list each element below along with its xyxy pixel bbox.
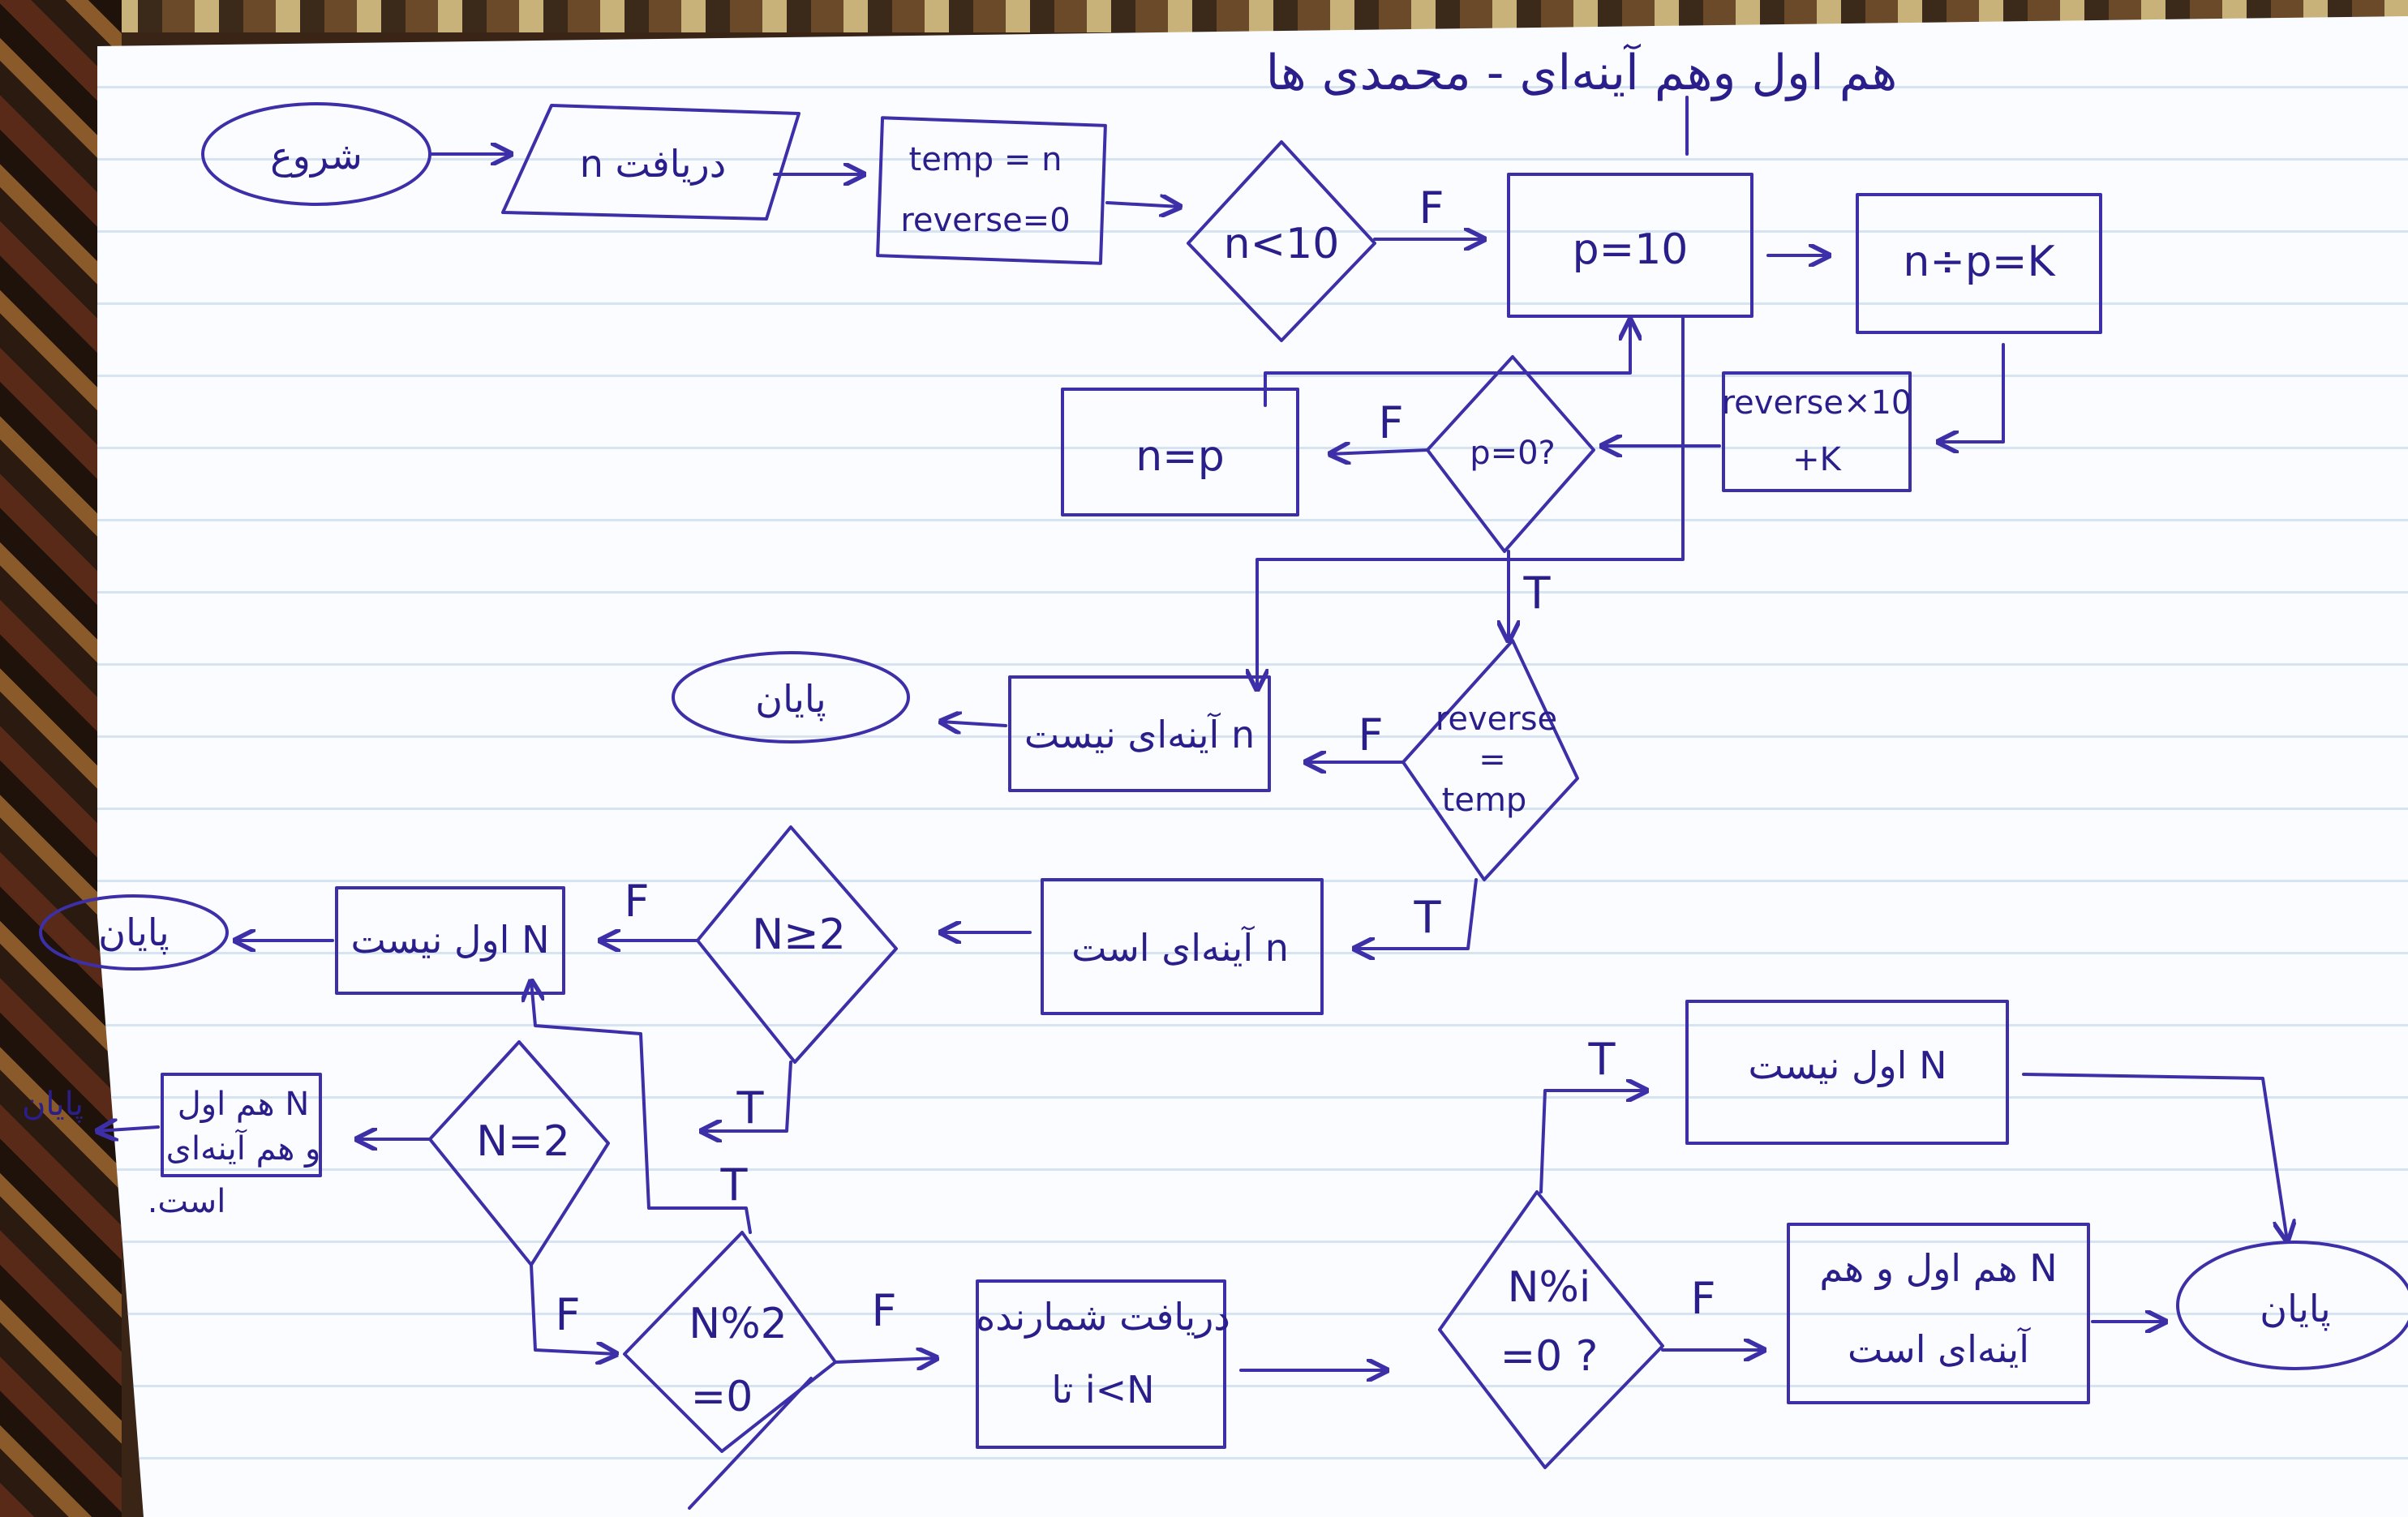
both-1-line-2: و هم آینه‌ای <box>166 1129 321 1168</box>
cond-lt10-label: n<10 <box>1224 220 1340 268</box>
end-2-label: پایان <box>98 911 169 955</box>
both-1-line-3: است. <box>148 1183 226 1220</box>
both-2-line-1: N هم اول و هم <box>1819 1246 2057 1291</box>
input-n-label: دریافت n <box>580 142 726 186</box>
cond-modi-line-2: =0 ? <box>1500 1332 1599 1381</box>
arrow-both-end3 <box>97 1127 160 1131</box>
end-4-label: پایان <box>2260 1287 2330 1331</box>
cond-mod2-line-2: =0 <box>691 1373 753 1421</box>
n-eq-p-box <box>1061 388 1299 516</box>
not-prime-box-1 <box>335 886 565 995</box>
init-box <box>876 116 1107 265</box>
page-title: هم اول وهم آینه‌ای - محمدی ها <box>1266 43 1898 101</box>
n-eq-p-label: n=p <box>1135 432 1225 481</box>
label-T-3: T <box>736 1082 765 1133</box>
arrow-eq2-mod2 <box>530 1263 616 1354</box>
label-T-4: T <box>720 1159 749 1211</box>
stray-stroke <box>688 1377 813 1510</box>
both-box-2 <box>1787 1223 2090 1404</box>
not-mirror-box <box>1008 675 1271 792</box>
input-n-parallelogram <box>501 104 801 221</box>
end-3-label: پایان <box>22 1086 84 1123</box>
not-prime-box-2 <box>1685 1000 2009 1145</box>
both-box-1 <box>161 1073 322 1177</box>
cond-mod2-diamond <box>623 1231 837 1453</box>
label-T-5: T <box>1588 1034 1616 1085</box>
cond-ge2-label: N≥2 <box>752 911 846 959</box>
end-terminal-4 <box>2176 1241 2408 1370</box>
label-F-1: F <box>1419 182 1444 234</box>
start-label: شروع <box>270 134 363 178</box>
arrow-neqp-loop <box>1264 320 1630 407</box>
end-terminal-1 <box>672 651 910 744</box>
n-div-p-label: n÷p=K <box>1903 238 2056 286</box>
cond-reverse-diamond <box>1401 639 1579 881</box>
label-F-4: F <box>624 876 649 927</box>
both-1-line-1: N هم اول <box>178 1086 310 1123</box>
p10-box <box>1507 173 1753 318</box>
label-F-7: F <box>1690 1273 1715 1324</box>
n-div-p-box <box>1856 193 2102 334</box>
loop-counter-box <box>976 1279 1226 1449</box>
label-T-2: T <box>1414 892 1442 943</box>
cond-p0-label: p=0? <box>1470 435 1556 472</box>
arrow-modi-notprime <box>1539 1091 1646 1193</box>
cond-ge2-diamond <box>696 825 898 1064</box>
arrow-condp0-neqp <box>1330 450 1429 454</box>
label-F-3: F <box>1358 709 1383 761</box>
end-terminal-2 <box>39 894 229 971</box>
label-T-1: T <box>1523 568 1552 619</box>
cond-mod2-line-1: N%2 <box>689 1300 787 1348</box>
reverse-line-2: +K <box>1792 441 1843 478</box>
reverse-line-1: reverse×10 <box>1722 384 1912 422</box>
init-line-1: temp = n <box>909 141 1062 178</box>
label-F-5: F <box>555 1289 580 1340</box>
arrow-ge2-eq2 <box>702 1061 792 1131</box>
is-mirror-label: n آینه‌ای است <box>1071 926 1289 970</box>
init-line-2: reverse=0 <box>900 202 1070 239</box>
loop-line-1: دریافت شمارنده <box>976 1295 1230 1339</box>
label-F-6: F <box>871 1285 896 1336</box>
arrow-mod2-loop <box>834 1358 937 1362</box>
reverse-update-box <box>1722 371 1912 492</box>
cond-reverse-line-3: temp <box>1442 782 1527 819</box>
not-mirror-label: n آینه‌ای نیست <box>1024 713 1255 756</box>
arrow-notprime2-end4 <box>2022 1073 2287 1241</box>
p10-label: p=10 <box>1573 225 1689 274</box>
arrow-init-cond10 <box>1105 203 1180 207</box>
notebook-paper <box>97 16 2408 1517</box>
arrow-mod2-notprime <box>531 981 752 1234</box>
arrow-notmirror-end1 <box>941 722 1007 726</box>
not-prime-2-label: N اول نیست <box>1749 1043 1947 1088</box>
cond-reverse-line-1: reverse <box>1436 701 1557 738</box>
both-2-line-2: آینه‌ای است <box>1848 1327 2031 1371</box>
cond-reverse-line-2: = <box>1479 741 1506 778</box>
cond-lt10-diamond <box>1187 140 1376 342</box>
label-F-2: F <box>1378 397 1403 448</box>
end-1-label: پایان <box>755 677 826 722</box>
cond-modi-line-1: N%i <box>1508 1263 1591 1312</box>
cond-modi-diamond <box>1438 1190 1664 1469</box>
arrow-condrev-ismirror <box>1354 878 1478 949</box>
cond-p0-diamond <box>1426 355 1595 553</box>
arrow-ndivp-rev <box>1938 343 2005 442</box>
loop-line-2: i<N تا <box>1051 1368 1154 1412</box>
not-prime-1-label: N اول نیست <box>351 918 550 962</box>
cond-eq2-label: N=2 <box>476 1117 570 1166</box>
line-p10-bypass <box>1257 315 1685 689</box>
is-mirror-box <box>1041 878 1324 1015</box>
